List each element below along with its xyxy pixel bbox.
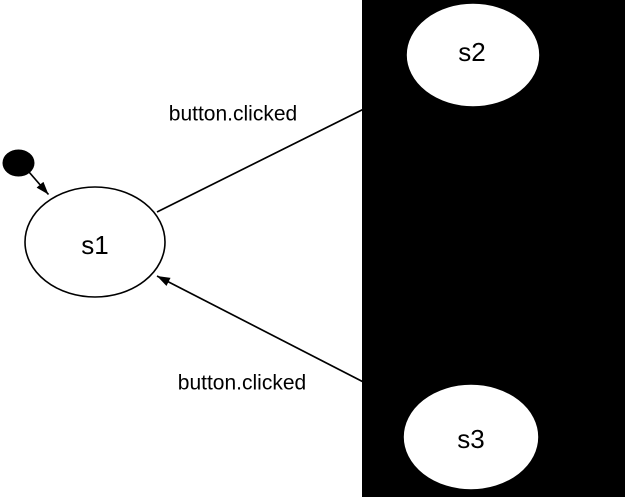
state-label-s2: s2 [458, 37, 485, 67]
initial-state-dot [2, 149, 35, 177]
state-node-s2[interactable] [405, 2, 541, 108]
state-label-s1: s1 [81, 230, 108, 260]
transition-label-s3-s1[interactable]: button.clicked [178, 372, 306, 395]
transition-label-s1-s2[interactable]: button.clicked [169, 103, 297, 126]
initial-transition-arrow [28, 171, 50, 196]
state-node-s1[interactable] [24, 186, 166, 298]
state-label-s3: s3 [457, 424, 484, 454]
state-node-s3[interactable] [402, 383, 540, 491]
